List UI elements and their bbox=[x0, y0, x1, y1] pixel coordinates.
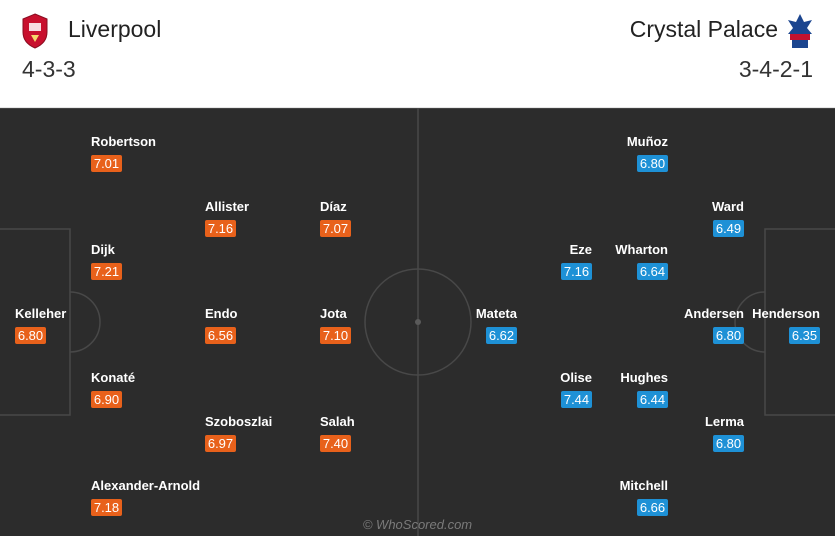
player-name: Muñoz bbox=[626, 134, 668, 149]
player-name: Hughes bbox=[620, 370, 668, 385]
player-name: Salah bbox=[320, 414, 355, 429]
player-rating: 7.10 bbox=[320, 327, 351, 344]
player-rating: 6.56 bbox=[205, 327, 236, 344]
player-name: Endo bbox=[205, 306, 238, 321]
player-name: Kelleher bbox=[15, 306, 67, 321]
player-name: Andersen bbox=[684, 306, 744, 321]
pitch-markings bbox=[0, 108, 835, 536]
player-rating: 6.80 bbox=[713, 435, 744, 452]
player-rating: 6.64 bbox=[637, 263, 668, 280]
player-rating: 6.44 bbox=[637, 391, 668, 408]
player-rating: 6.62 bbox=[486, 327, 517, 344]
player-name: Ward bbox=[711, 199, 744, 214]
player-name: Henderson bbox=[752, 306, 820, 321]
player-rating: 7.16 bbox=[205, 220, 236, 237]
player-name: Wharton bbox=[615, 242, 668, 257]
player-name: Allister bbox=[205, 199, 250, 214]
player-rating: 7.40 bbox=[320, 435, 351, 452]
player-name: Alexander-Arnold bbox=[91, 478, 201, 493]
player-rating: 6.97 bbox=[205, 435, 236, 452]
player-name: Mitchell bbox=[619, 478, 668, 493]
player-rating: 7.21 bbox=[91, 263, 122, 280]
home-formation: 4-3-3 bbox=[22, 56, 76, 82]
away-team-name[interactable]: Crystal Palace bbox=[629, 16, 778, 42]
player-name: Lerma bbox=[704, 414, 744, 429]
player-rating: 6.80 bbox=[637, 155, 668, 172]
player-rating: 7.01 bbox=[91, 155, 122, 172]
player-rating: 7.44 bbox=[561, 391, 592, 408]
player-name: Konaté bbox=[91, 370, 136, 385]
player-name: Dijk bbox=[91, 242, 115, 257]
away-formation: 3-4-2-1 bbox=[738, 56, 813, 82]
liverpool-crest-icon bbox=[22, 13, 48, 49]
player-rating: 7.07 bbox=[320, 220, 351, 237]
crystal-palace-crest-icon bbox=[788, 14, 812, 48]
pitch: Robertson 7.01 Allister 7.16 Díaz 7.07 D… bbox=[0, 108, 835, 536]
player-name: Jota bbox=[320, 306, 347, 321]
player-name: Olise bbox=[560, 370, 592, 385]
player-rating: 7.18 bbox=[91, 499, 122, 516]
player-name: Eze bbox=[569, 242, 592, 257]
player-rating: 7.16 bbox=[561, 263, 592, 280]
player-name: Szoboszlai bbox=[205, 414, 273, 429]
match-header: Liverpool 4-3-3 Crystal Palace 3-4-2-1 bbox=[0, 0, 835, 108]
player-name: Díaz bbox=[320, 199, 347, 214]
player-name: Robertson bbox=[91, 134, 156, 149]
player-name: Mateta bbox=[475, 306, 517, 321]
player-rating: 6.80 bbox=[15, 327, 46, 344]
home-team-name[interactable]: Liverpool bbox=[68, 16, 162, 42]
watermark: © WhoScored.com bbox=[362, 517, 473, 532]
player-rating: 6.49 bbox=[713, 220, 744, 237]
player-rating: 6.80 bbox=[713, 327, 744, 344]
player-rating: 6.35 bbox=[789, 327, 820, 344]
player-rating: 6.90 bbox=[91, 391, 122, 408]
player-rating: 6.66 bbox=[637, 499, 668, 516]
